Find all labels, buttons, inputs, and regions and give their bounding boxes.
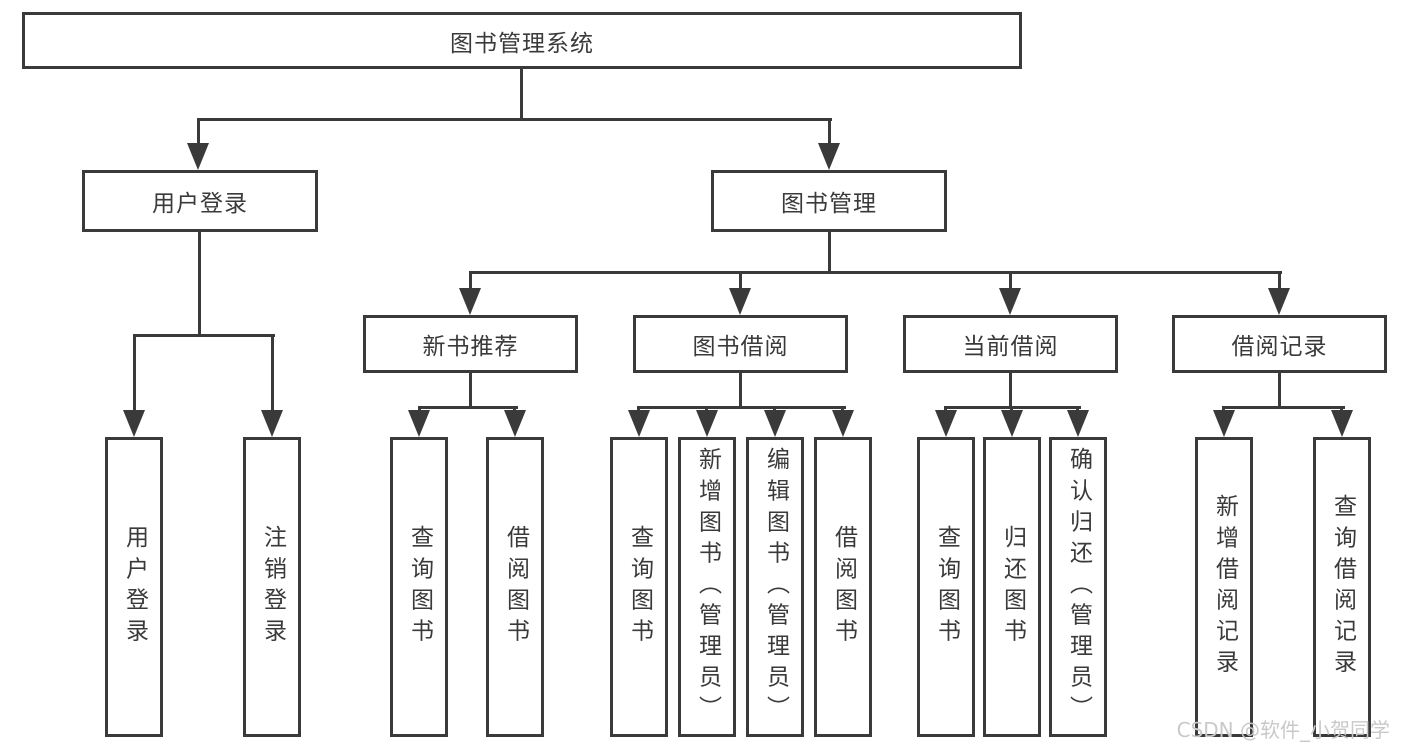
node-label: 图书管理	[781, 191, 877, 217]
node-leaf-add-borrow-record: 新增借阅记录	[1195, 437, 1253, 737]
node-label: 新增图书（管理员）	[694, 447, 721, 727]
connector-line	[1278, 271, 1281, 290]
connector-line	[520, 68, 523, 120]
node-label: 查询图书	[933, 524, 960, 650]
node-leaf-confirm-return-admin: 确认归还（管理员）	[1049, 437, 1107, 737]
node-label: 归还图书	[999, 524, 1026, 650]
connector-line	[133, 334, 136, 412]
connector-line	[739, 373, 742, 407]
arrowhead-down	[628, 410, 650, 437]
node-new-book-recommend: 新书推荐	[363, 315, 578, 373]
node-label: 新书推荐	[422, 334, 519, 360]
arrowhead-down	[832, 410, 854, 437]
connector-line	[828, 118, 831, 146]
node-label: 当前借阅	[962, 334, 1059, 360]
arrowhead-down	[459, 288, 481, 315]
node-label: 用户登录	[152, 191, 248, 217]
node-leaf-user-login: 用户登录	[105, 437, 163, 737]
connector-line	[513, 406, 516, 413]
connector-line	[271, 334, 274, 412]
connector-line	[828, 232, 831, 273]
arrowhead-down	[1001, 410, 1023, 437]
arrowhead-down	[504, 410, 526, 437]
connector-line	[1009, 271, 1012, 290]
node-label: 图书借阅	[692, 334, 789, 360]
connector-line	[638, 406, 846, 409]
arrowhead-down	[408, 410, 430, 437]
arrowhead-down	[935, 410, 957, 437]
node-label: 借阅图书	[830, 524, 857, 650]
node-leaf-borrow-books-borrowing: 借阅图书	[814, 437, 872, 737]
arrowhead-down	[729, 288, 751, 315]
arrowhead-down	[1268, 288, 1290, 315]
connector-line	[1076, 406, 1079, 413]
connector-line	[1223, 406, 1345, 409]
node-leaf-query-borrow-record: 查询借阅记录	[1313, 437, 1371, 737]
node-leaf-query-books-current: 查询图书	[917, 437, 975, 737]
connector-line	[1222, 406, 1225, 413]
node-label: 用户登录	[121, 524, 148, 650]
node-label: 查询借阅记录	[1329, 493, 1356, 681]
node-current-borrowing: 当前借阅	[903, 315, 1118, 373]
node-book-borrowing: 图书借阅	[633, 315, 848, 373]
connector-line	[469, 271, 472, 290]
node-leaf-query-books-borrowing: 查询图书	[610, 437, 668, 737]
connector-line	[841, 406, 844, 413]
connector-line	[773, 406, 776, 413]
node-user-login: 用户登录	[82, 170, 318, 232]
node-leaf-edit-book-admin: 编辑图书（管理员）	[746, 437, 804, 737]
arrowhead-down	[1331, 410, 1353, 437]
arrowhead-down	[1213, 410, 1235, 437]
node-leaf-logout: 注销登录	[243, 437, 301, 737]
connector-line	[418, 406, 518, 409]
connector-line	[739, 271, 742, 290]
connector-line	[469, 271, 1282, 274]
node-leaf-borrow-books-recommend: 借阅图书	[486, 437, 544, 737]
connector-line	[418, 406, 421, 413]
arrowhead-down	[187, 143, 209, 170]
node-leaf-add-book-admin: 新增图书（管理员）	[678, 437, 736, 737]
node-label: 编辑图书（管理员）	[762, 447, 789, 727]
connector-line	[197, 118, 832, 121]
arrowhead-down	[696, 410, 718, 437]
connector-line	[945, 406, 1081, 409]
node-borrowing-records: 借阅记录	[1172, 315, 1387, 373]
node-leaf-return-book: 归还图书	[983, 437, 1041, 737]
node-book-management: 图书管理	[711, 170, 947, 232]
arrowhead-down	[764, 410, 786, 437]
node-leaf-query-books-recommend: 查询图书	[390, 437, 448, 737]
connector-line	[469, 373, 472, 407]
connector-line	[197, 118, 200, 146]
node-label: 注销登录	[259, 524, 286, 650]
connector-line	[198, 232, 201, 336]
node-label: 新增借阅记录	[1211, 493, 1238, 681]
connector-line	[944, 406, 947, 413]
node-label: 借阅记录	[1231, 334, 1328, 360]
arrowhead-down	[999, 288, 1021, 315]
node-root-library-system: 图书管理系统	[22, 12, 1022, 69]
node-label: 图书管理系统	[450, 30, 594, 57]
arrowhead-down	[1067, 410, 1089, 437]
node-label: 查询图书	[626, 524, 653, 650]
connector-line	[133, 334, 275, 337]
arrowhead-down	[123, 410, 145, 437]
arrowhead-down	[261, 410, 283, 437]
node-label: 借阅图书	[502, 524, 529, 650]
connector-line	[1278, 373, 1281, 407]
node-label: 查询图书	[406, 524, 433, 650]
connector-line	[705, 406, 708, 413]
connector-line	[1009, 373, 1012, 407]
arrowhead-down	[818, 143, 840, 170]
csdn-watermark: CSDN @软件_小贺同学	[1176, 718, 1390, 742]
connector-line	[1010, 406, 1013, 413]
node-label: 确认归还（管理员）	[1065, 447, 1092, 727]
connector-line	[637, 406, 640, 413]
connector-line	[1340, 406, 1343, 413]
